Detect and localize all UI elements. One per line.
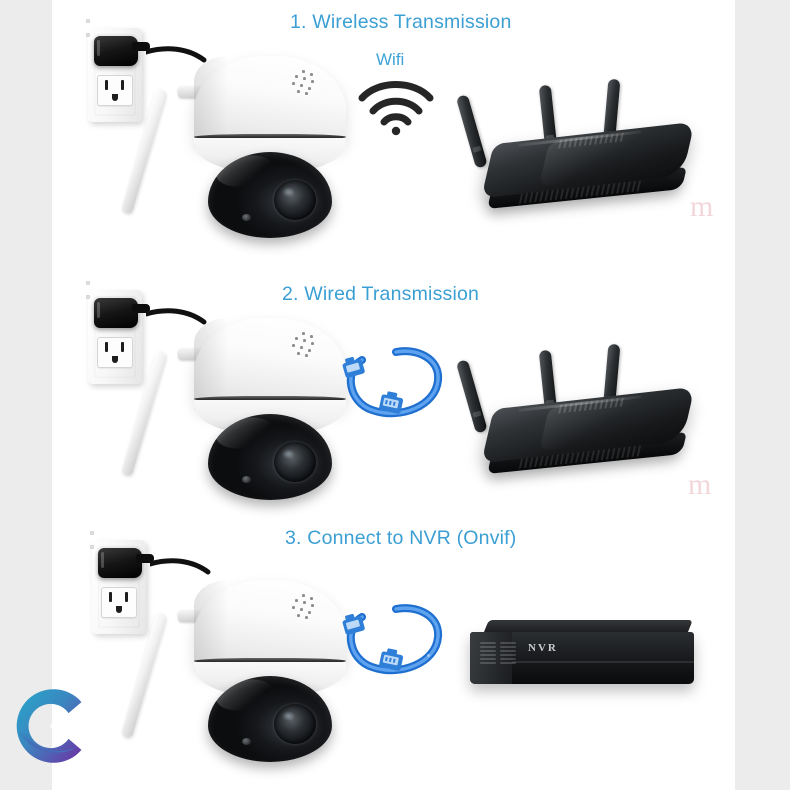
socket-slot-left [109, 592, 112, 602]
power-adapter-neck [136, 554, 154, 563]
socket-slot-right [121, 342, 124, 352]
socket-ground-hole [116, 606, 122, 613]
router-antenna-left [455, 94, 488, 169]
ethernet-cable-icon [342, 604, 443, 675]
camera-housing [194, 56, 346, 148]
outlet-socket-lower [101, 587, 137, 618]
camera-trim-band [194, 396, 346, 402]
nvr-vent-right [500, 642, 516, 664]
camera-dome-bubble [208, 414, 332, 500]
socket-ground-hole [112, 356, 118, 363]
nvr-brand-label: NVR [528, 642, 558, 654]
camera-microphone-grille [292, 332, 318, 357]
power-adapter [94, 298, 138, 328]
camera-lens [274, 442, 316, 482]
camera-trim-band [194, 134, 346, 140]
nvr-vent-left [480, 642, 496, 664]
faceplate-screw-bottom [90, 531, 94, 535]
camera-housing-shadow [194, 318, 228, 410]
watermark-2: m [688, 468, 712, 501]
camera-ir-sensor [242, 738, 251, 745]
wifi-icon [358, 81, 434, 136]
socket-slot-left [105, 342, 108, 352]
camera-housing [194, 318, 346, 410]
power-adapter-neck [132, 304, 150, 313]
faceplate-screw-top [86, 295, 90, 299]
socket-slot-right [125, 592, 128, 602]
router-antenna-left [455, 359, 488, 434]
camera-housing [194, 580, 346, 672]
socket-slot-left [105, 80, 108, 90]
camera-ir-sensor [242, 476, 251, 483]
watermark-1: m [690, 190, 714, 223]
outlet-socket-lower [97, 337, 133, 368]
camera-dome-bubble [208, 152, 332, 238]
wifi-label: Wifi [376, 50, 405, 69]
power-cord [146, 46, 207, 63]
panel-connect-to-nvr: 3. Connect to NVR (Onvif) [0, 515, 790, 790]
panel-title-wired: 2. Wired Transmission [282, 283, 480, 305]
panel-title-wireless: 1. Wireless Transmission [290, 11, 512, 33]
faceplate-screw-bottom [86, 281, 90, 285]
socket-slot-right [121, 80, 124, 90]
panel-wireless-transmission: 1. Wireless Transmission Wifi [0, 0, 790, 268]
camera-trim-band [194, 658, 346, 664]
camera-microphone-grille [292, 70, 318, 95]
faceplate-screw-top [90, 545, 94, 549]
outlet-socket-lower [97, 75, 133, 106]
camera-lens [274, 704, 316, 744]
camera-microphone-grille [292, 594, 318, 619]
camera-dome-bubble [208, 676, 332, 762]
socket-ground-hole [112, 94, 118, 101]
ethernet-cable-icon [342, 347, 443, 418]
panel-wired-transmission: 2. Wired Transmission [0, 268, 790, 515]
panel-title-nvr: 3. Connect to NVR (Onvif) [285, 527, 517, 549]
power-adapter [94, 36, 138, 66]
faceplate-screw-top [86, 33, 90, 37]
camera-housing-shadow [194, 56, 228, 148]
power-cord [146, 308, 207, 325]
faceplate-screw-bottom [86, 19, 90, 23]
power-adapter-neck [132, 42, 150, 51]
camera-lens [274, 180, 316, 220]
power-adapter [98, 548, 142, 578]
c-logo [16, 689, 82, 763]
camera-housing-shadow [194, 580, 228, 672]
camera-ir-sensor [242, 214, 251, 221]
power-cord [150, 558, 211, 575]
nvr-side-panel [470, 632, 512, 684]
nvr-status-leds [415, 654, 454, 657]
